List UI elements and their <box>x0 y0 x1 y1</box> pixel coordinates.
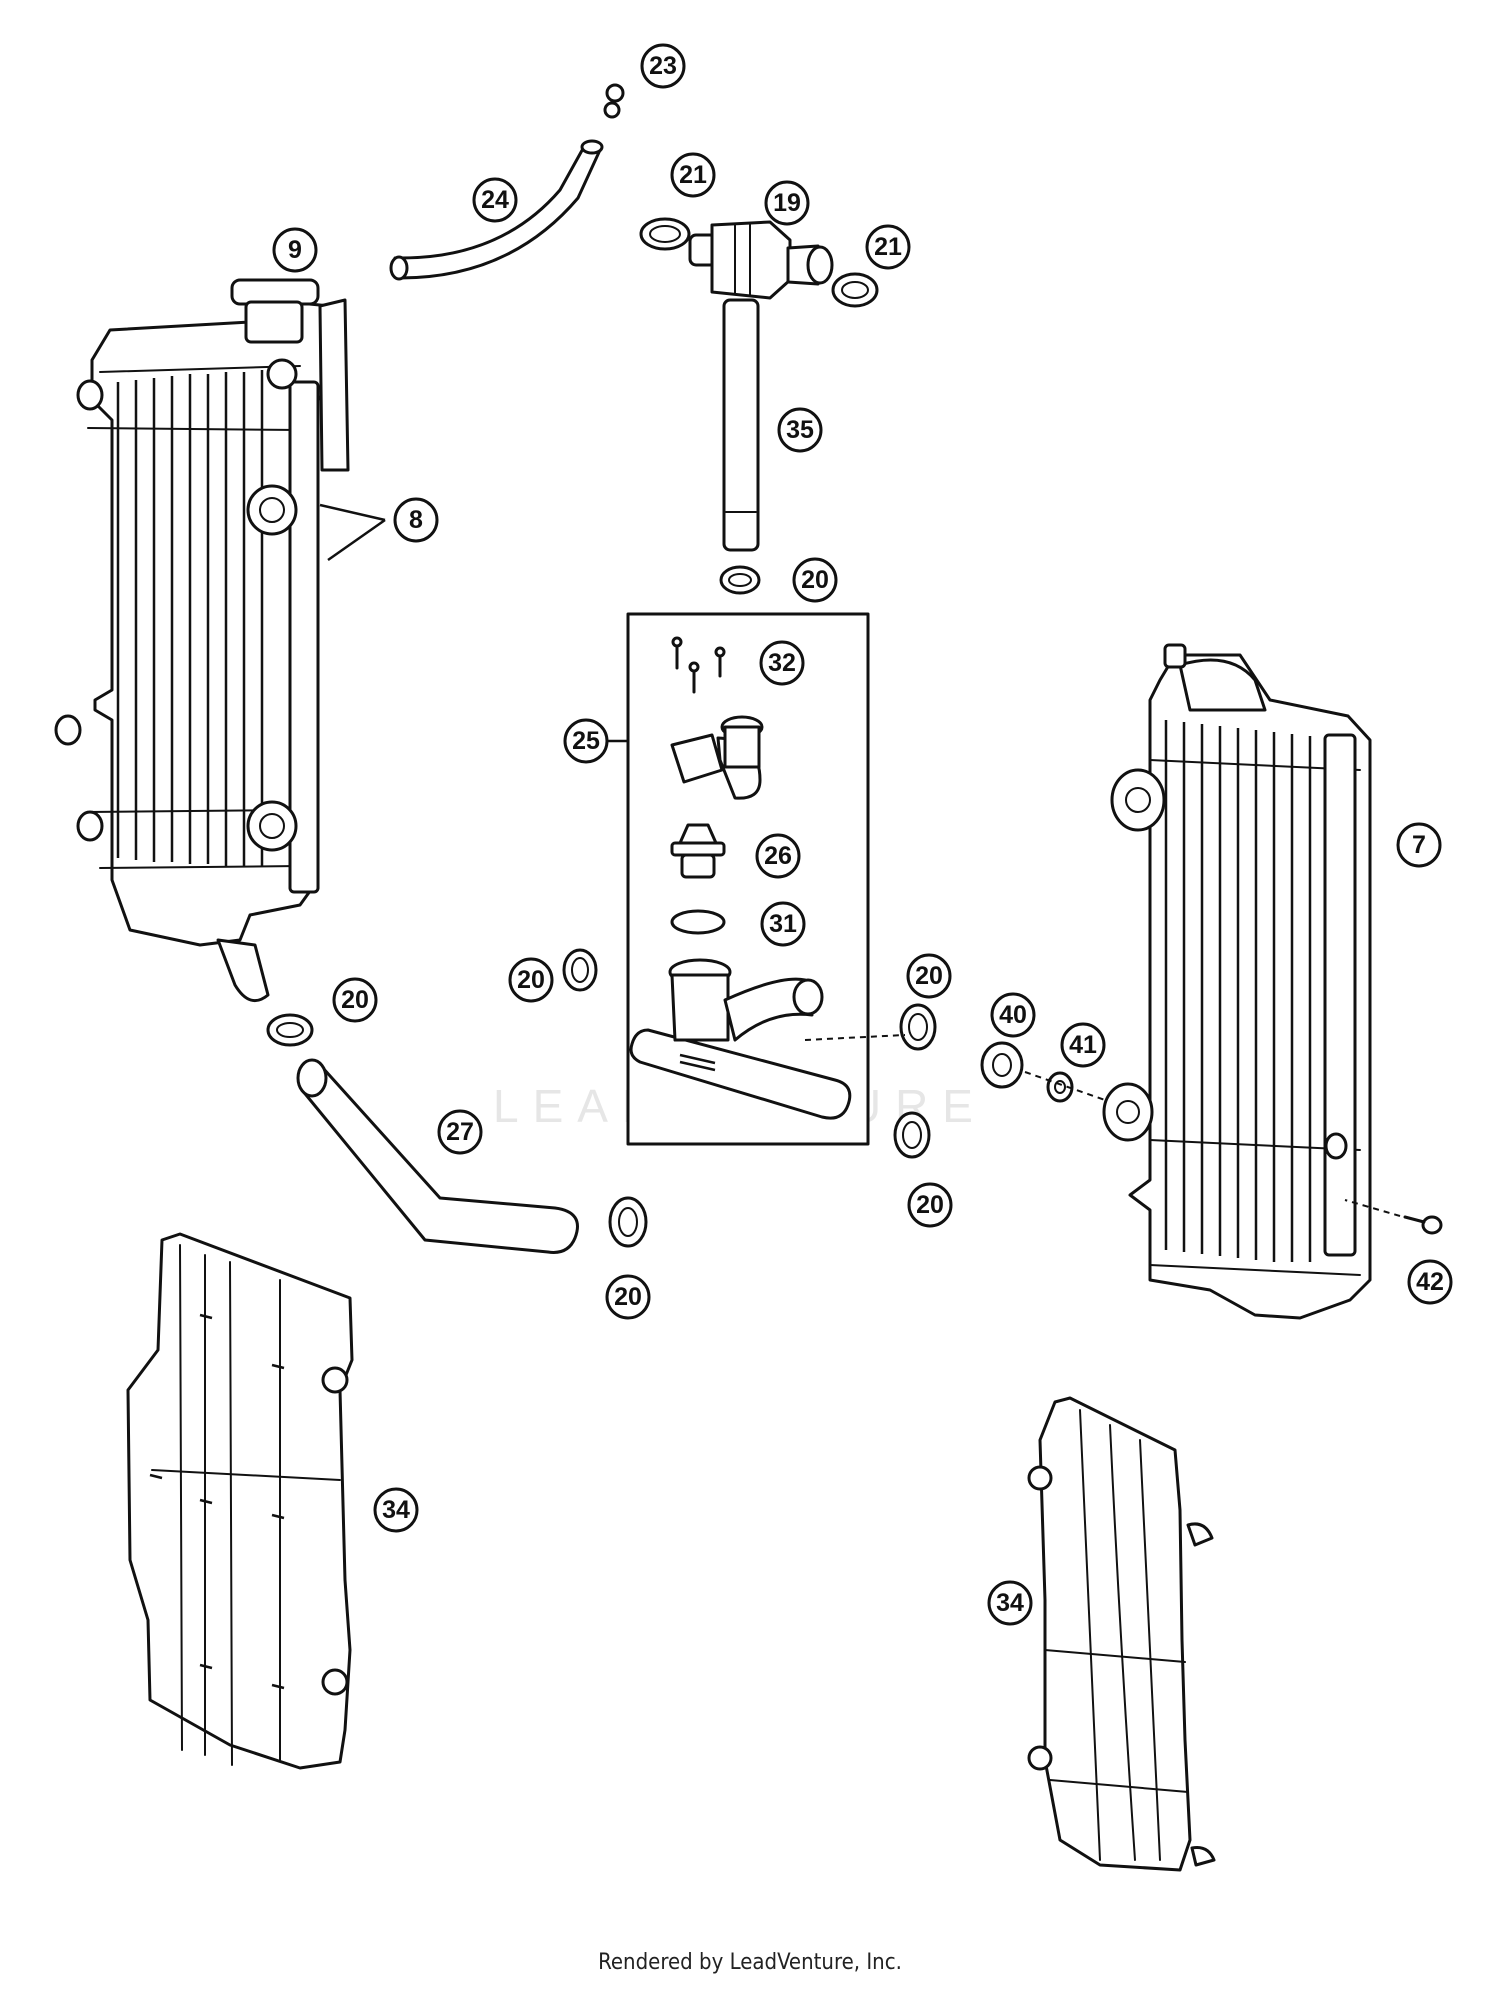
svg-text:35: 35 <box>786 416 814 444</box>
callout-42: 42 <box>1407 1259 1453 1305</box>
grommet <box>980 1041 1024 1089</box>
svg-text:20: 20 <box>517 966 545 994</box>
callout-25: 25 <box>563 718 609 764</box>
svg-text:7: 7 <box>1412 831 1426 859</box>
thermostat-housing <box>629 958 852 1120</box>
svg-text:20: 20 <box>916 1191 944 1219</box>
washer <box>1046 1071 1074 1103</box>
callout-19: 19 <box>764 180 810 226</box>
left-radiator <box>54 278 350 1003</box>
svg-text:27: 27 <box>446 1118 474 1146</box>
svg-text:42: 42 <box>1416 1268 1444 1296</box>
callout-20: 20 <box>907 1182 953 1228</box>
svg-text:34: 34 <box>382 1496 410 1524</box>
callout-40: 40 <box>990 992 1036 1038</box>
vertical-hose <box>722 298 760 552</box>
overflow-hose <box>389 139 604 281</box>
svg-text:40: 40 <box>999 1001 1027 1029</box>
callout-26: 26 <box>755 833 801 879</box>
svg-text:25: 25 <box>572 727 600 755</box>
small-clamp <box>603 83 625 119</box>
svg-text:8: 8 <box>409 506 423 534</box>
svg-text:32: 32 <box>768 649 796 677</box>
callout-20: 20 <box>605 1274 651 1320</box>
callout-9: 9 <box>272 227 318 273</box>
left-radiator-fins <box>116 370 264 866</box>
callout-20: 20 <box>792 557 838 603</box>
callout-41: 41 <box>1060 1022 1106 1068</box>
svg-text:20: 20 <box>915 962 943 990</box>
hose-clamp-top <box>719 565 761 595</box>
svg-text:31: 31 <box>769 910 797 938</box>
callout-23: 23 <box>640 43 686 89</box>
clamp-20-bottom <box>608 1196 648 1248</box>
svg-text:20: 20 <box>801 566 829 594</box>
lower-radiator-hose <box>296 1058 579 1254</box>
svg-text:21: 21 <box>874 233 902 261</box>
callout-34: 34 <box>987 1580 1033 1626</box>
right-radiator-fins <box>1164 720 1312 1262</box>
callout-7: 7 <box>1396 822 1442 868</box>
thermostat-cover <box>670 715 764 800</box>
radiator-cap <box>230 278 320 390</box>
callout-8: 8 <box>393 497 439 543</box>
callout-21: 21 <box>865 224 911 270</box>
callout-24: 24 <box>472 177 518 223</box>
left-radiator-shroud <box>126 1232 354 1770</box>
callout-20: 20 <box>508 957 554 1003</box>
svg-text:26: 26 <box>764 842 792 870</box>
callout-27: 27 <box>437 1109 483 1155</box>
svg-text:20: 20 <box>614 1283 642 1311</box>
clamp-20-left <box>562 948 598 992</box>
callout-35: 35 <box>777 407 823 453</box>
callout-20: 20 <box>332 977 378 1023</box>
thermostat <box>670 823 726 879</box>
hose-connector <box>688 220 834 300</box>
screws <box>671 636 726 694</box>
svg-text:24: 24 <box>481 186 509 214</box>
o-ring <box>670 909 726 935</box>
svg-text:9: 9 <box>288 236 302 264</box>
callout-31: 31 <box>760 901 806 947</box>
svg-text:21: 21 <box>679 161 707 189</box>
right-radiator-shroud <box>1027 1396 1216 1872</box>
callout-32: 32 <box>759 640 805 686</box>
footer-credit: Rendered by LeadVenture, Inc. <box>598 1950 902 1975</box>
svg-text:23: 23 <box>649 52 677 80</box>
clamp-20-right-upper <box>899 1003 937 1051</box>
callout-21: 21 <box>670 152 716 198</box>
callout-34: 34 <box>373 1487 419 1533</box>
callout-20: 20 <box>906 953 952 999</box>
clamp-left <box>639 217 691 251</box>
svg-text:34: 34 <box>996 1589 1024 1617</box>
svg-text:19: 19 <box>773 189 801 217</box>
bolt <box>1403 1215 1443 1235</box>
clamp-right <box>831 272 879 308</box>
clamp-20-radiator-outlet <box>266 1013 314 1047</box>
right-radiator <box>1102 643 1372 1320</box>
svg-text:20: 20 <box>341 986 369 1014</box>
svg-text:41: 41 <box>1069 1031 1097 1059</box>
clamp-20-right-lower <box>893 1111 931 1159</box>
